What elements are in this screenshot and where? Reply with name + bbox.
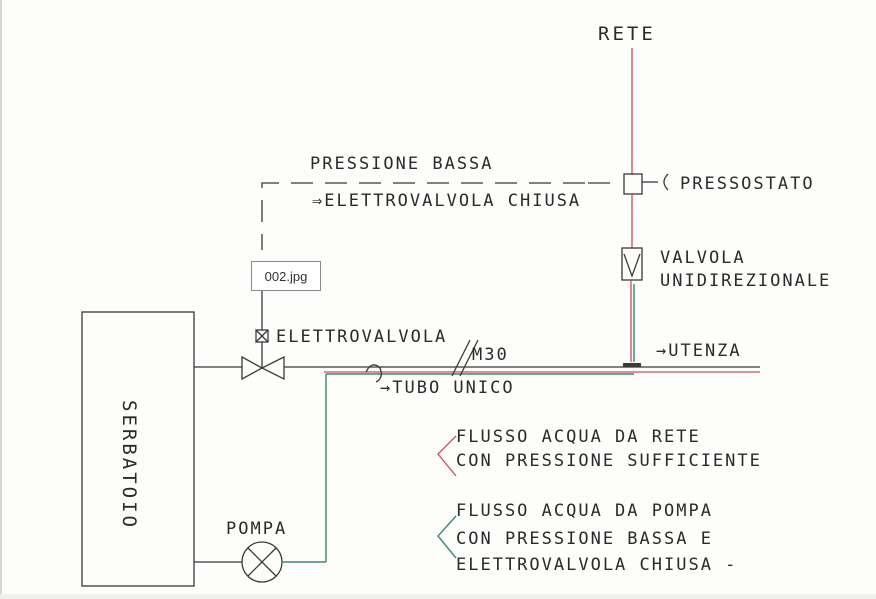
label-utenza: →UTENZA: [656, 341, 742, 361]
label-pompa: POMPA: [226, 519, 287, 539]
label-pressostato: PRESSOSTATO: [680, 174, 815, 194]
legend-red-line-1: FLUSSO ACQUA DA RETE: [456, 427, 701, 447]
pipe-size-slash-1: [451, 339, 471, 377]
pressostato-c-mark: [663, 173, 669, 191]
legend-red-mark: [437, 435, 457, 477]
tooltip-filename: 002.jpg: [264, 268, 308, 284]
label-unidirezionale: UNIDIREZIONALE: [660, 271, 831, 291]
control-signal-line: [261, 182, 585, 250]
check-valve-arrow: [623, 253, 641, 278]
label-rete: RETE: [598, 23, 656, 45]
pompa-cross-b: [247, 547, 277, 577]
legend-green-line-2: CON PRESSIONE BASSA E: [456, 529, 713, 549]
legend-green-line-3: ELETTROVALVOLA CHIUSA -: [456, 555, 737, 575]
pressostato-symbol: [623, 173, 643, 195]
label-elettrovalvola-chiusa: ⇒ELETTROVALVOLA CHIUSA: [312, 191, 581, 211]
check-valve-symbol: [621, 247, 643, 281]
pipe-size-slash-2: [459, 339, 479, 377]
filename-tooltip: 002.jpg: [251, 261, 321, 291]
tubo-unico-pointer: [365, 364, 382, 383]
label-serbatoio: SERBATOIO: [118, 400, 140, 530]
label-valvola: VALVOLA: [660, 248, 746, 268]
label-pressione-bassa: PRESSIONE BASSA: [310, 154, 494, 174]
legend-green-mark: [437, 515, 457, 559]
legend-green-line-1: FLUSSO ACQUA DA POMPA: [456, 501, 713, 521]
label-tubo-unico: →TUBO UNICO: [380, 378, 515, 398]
legend-red-line-2: CON PRESSIONE SUFFICIENTE: [456, 451, 762, 471]
viewer-bottom-border: [0, 594, 876, 599]
valve-triangle-left: [241, 355, 264, 381]
label-elettrovalvola: ELETTROVALVOLA: [276, 327, 447, 347]
junction-tee: [623, 363, 641, 367]
valve-triangle-right: [260, 355, 285, 381]
serbatoio-tank: [81, 311, 195, 587]
solenoid-cross-b: [255, 329, 269, 343]
viewer-left-border: [0, 0, 2, 599]
label-m30: M30: [472, 345, 509, 365]
